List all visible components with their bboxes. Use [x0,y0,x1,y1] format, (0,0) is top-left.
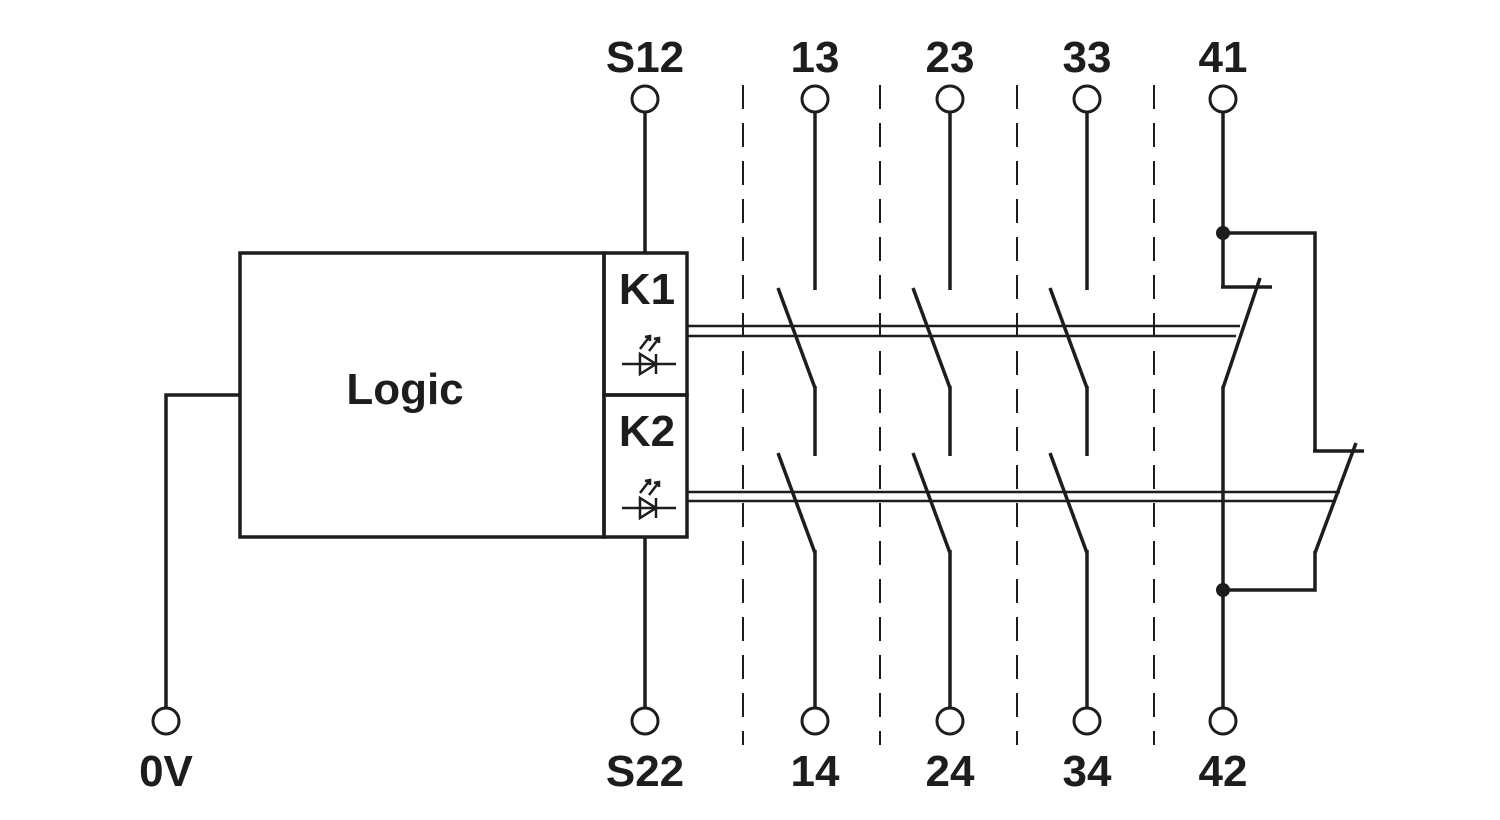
mechanical-linkage-k2 [687,490,1340,503]
relay-k1-label: K1 [619,265,675,314]
led-k1-icon [622,334,676,377]
mechanical-linkage-k1 [687,324,1240,338]
terminal-14 [800,706,830,736]
terminal-34 [1072,706,1102,736]
wire-0v [164,393,240,708]
terminal-0v [151,706,181,736]
relay-k2-label: K2 [619,407,675,456]
logic-label: Logic [346,365,463,414]
label-s12: S12 [606,33,684,82]
terminal-s22 [630,706,660,736]
contact-23-24 [911,112,952,708]
terminal-24 [935,706,965,736]
terminal-33 [1072,84,1102,114]
label-33: 33 [1063,33,1112,82]
junction-dot [1216,583,1230,597]
terminal-41 [1208,84,1238,114]
led-k2-icon [622,478,676,521]
terminal-s12 [630,84,660,114]
label-24: 24 [926,747,975,796]
contact-41-42 [1221,112,1364,708]
terminal-23 [935,84,965,114]
label-0v: 0V [139,747,193,796]
junction-dot [1216,226,1230,240]
label-13: 13 [791,33,840,82]
label-14: 14 [791,747,840,796]
terminal-42 [1208,706,1238,736]
terminal-13 [800,84,830,114]
label-s22: S22 [606,747,684,796]
label-34: 34 [1063,747,1112,796]
label-23: 23 [926,33,975,82]
label-42: 42 [1199,747,1248,796]
contact-13-14 [776,112,817,708]
dashed-separators [742,85,1155,745]
label-41: 41 [1199,33,1248,82]
contact-33-34 [1048,112,1089,708]
